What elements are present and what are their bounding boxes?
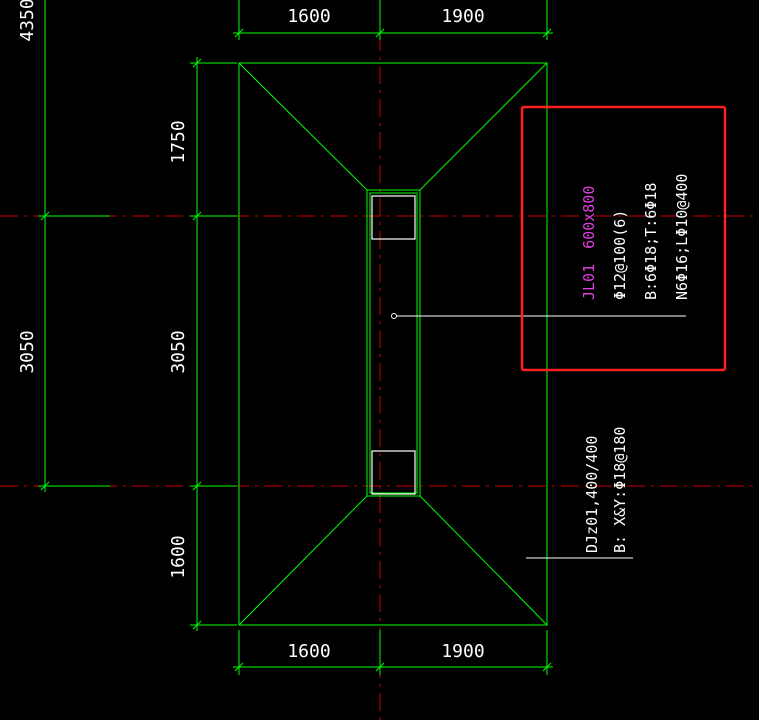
dim-top-right: 1900 [441,6,484,27]
dimension-bottom [233,630,553,675]
beam-label-line2: Φ12@100(6) [611,210,629,300]
column-strip [366,189,421,497]
highlight-box[interactable] [520,105,727,372]
dim-inner-top: 1750 [168,120,189,163]
dim-bottom-left: 1600 [287,641,330,662]
footing-label-line1: DJz01,400/400 [583,436,601,553]
footing-outline [238,62,548,626]
footing-rect [238,62,548,626]
beam-leader [391,313,686,319]
beam-label-line3: B:6Φ18;T:6Φ18 [642,183,660,300]
dim-inner-bottom: 1600 [168,535,189,578]
footing-label: DJz01,400/400 B: X&Y:Φ18@180 [583,427,629,553]
slope-line-tr [419,62,548,191]
dim-inner-mid: 3050 [168,330,189,373]
dim-outer-mid: 3050 [17,330,38,373]
slope-line-bl [238,495,368,626]
column-top [371,195,416,240]
dim-top-left: 1600 [287,6,330,27]
leader-point [391,313,397,319]
column-bottom [371,450,416,495]
footing-label-line2: B: X&Y:Φ18@180 [611,427,629,553]
dimension-top [233,0,553,40]
dimension-inner-left [190,57,237,631]
slope-line-tl [238,62,368,191]
beam-label: JL01 600x800 Φ12@100(6) B:6Φ18;T:6Φ18 N6… [580,174,691,300]
beam-size: 600x800 [580,186,598,249]
beam-name: JL01 [580,264,598,300]
dim-outer-top: 4350 [17,0,38,42]
beam-label-line1: JL01 600x800 [580,186,598,300]
dimension-outer-left [38,0,110,492]
slope-line-br [419,495,548,626]
columns [371,195,416,495]
dim-bottom-right: 1900 [441,641,484,662]
column-strip-inner [369,192,418,494]
beam-label-line4: N6Φ16;LΦ10@400 [673,174,691,300]
